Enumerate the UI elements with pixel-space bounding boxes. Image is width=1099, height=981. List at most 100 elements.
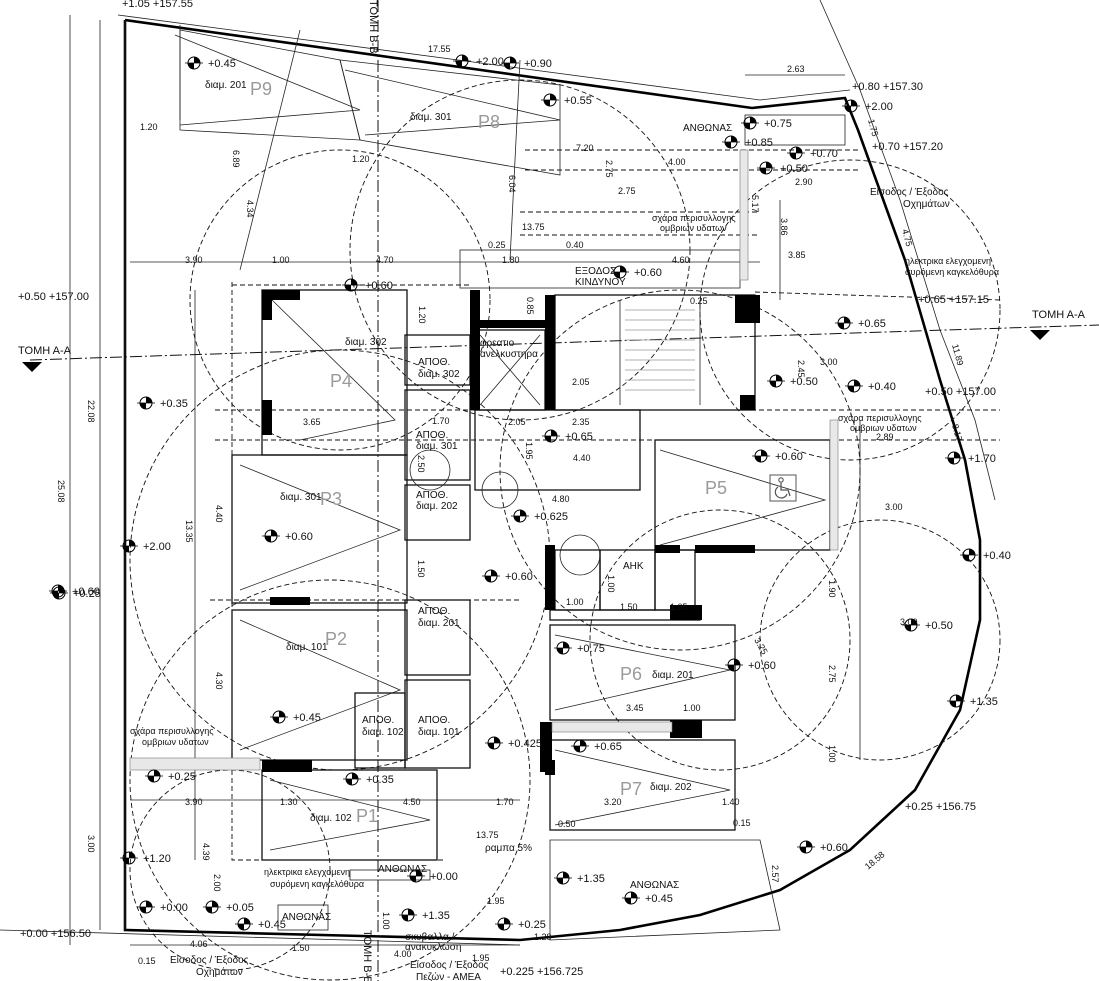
dimension: 4.34 xyxy=(245,200,255,218)
dimension: 2.35 xyxy=(572,417,590,427)
level-se: +0.25 +156.75 xyxy=(905,801,976,813)
level-mark: +0.65 xyxy=(594,741,622,753)
dimension: 1.30 xyxy=(280,797,298,807)
dimension: 1.80 xyxy=(502,255,520,265)
level-marker-symbol xyxy=(622,891,640,905)
label-apartment: διαμ. 301 xyxy=(280,492,322,503)
dimension: 2.89 xyxy=(876,432,894,442)
section-bb-top: ΤΟΜΗ Β-Β xyxy=(367,0,379,54)
level-mark: +0.35 xyxy=(160,398,188,410)
dimension: 5.17 xyxy=(750,195,760,213)
level-marker-symbol xyxy=(542,429,560,443)
structural-columns xyxy=(262,290,760,775)
dimension: 4.60 xyxy=(672,255,690,265)
level-markers xyxy=(49,54,978,931)
level-sw: +0.00 +156.50 xyxy=(20,928,91,940)
label-sliding-gate: συρόμενη καγκελόθυρα xyxy=(905,267,999,277)
label-apartment: διαμ. 202 xyxy=(650,782,692,793)
level-marker-symbol xyxy=(741,116,759,130)
level-mark: +0.60 xyxy=(285,531,313,543)
dimension: 3.86 xyxy=(779,218,789,236)
label-drain-grate: ομβριων υδατων xyxy=(850,423,917,433)
dimension: 0.85 xyxy=(525,297,535,315)
level-marker-symbol xyxy=(262,529,280,543)
label-vehicle-entrance: Είσοδος / Έξοδος xyxy=(170,954,249,966)
dimension: 4.40 xyxy=(573,453,591,463)
dimension: 1.50 xyxy=(292,943,310,953)
room-labels: διαμ. 201 διαμ. 301 διαμ. 302 διαμ. 301 … xyxy=(130,80,999,981)
dimension: 1.75 xyxy=(866,118,880,138)
level-mark: +0.60 xyxy=(820,842,848,854)
dimension-numbers: 17.55 2.63 1.20 1.20 6.89 4.34 6.04 7.20… xyxy=(56,44,965,966)
dimension: 18.58 xyxy=(863,849,887,871)
parking-number: P2 xyxy=(325,629,347,649)
dimension: 7.20 xyxy=(576,143,594,153)
dimension: 2.75 xyxy=(604,160,614,178)
label-storage: διαμ. 101 xyxy=(418,727,460,738)
dimension: 1.95 xyxy=(472,953,490,963)
level-mark: +0.50 xyxy=(790,376,818,388)
level-mark: +0.70 xyxy=(810,148,838,160)
label-pedestrian-entrance: Πεζών - ΑΜΕΑ xyxy=(416,971,481,981)
level-mark: +0.75 xyxy=(764,118,792,130)
parking-number: P6 xyxy=(620,664,642,684)
dimension: 1.00 xyxy=(566,597,584,607)
level-marker-symbol xyxy=(270,710,288,724)
label-drain-grate: σχάρα περισυλλογης xyxy=(652,213,736,223)
label-vehicle-entrance: Είσοδος / Έξοδος xyxy=(870,186,949,198)
label-storage: διαμ. 201 xyxy=(418,618,460,629)
level-marker-symbol xyxy=(501,56,519,70)
section-aa-right: ΤΟΜΗ Α-Α xyxy=(1032,309,1086,321)
level-ne-corner: +0.80 +157.30 xyxy=(852,81,923,93)
level-east-mid2: +0.50 +157.00 xyxy=(925,386,996,398)
dimension: 2.50 xyxy=(416,455,426,473)
level-marker-symbol xyxy=(343,772,361,786)
level-marker-symbol xyxy=(137,396,155,410)
level-mark: +0.60 xyxy=(748,660,776,672)
label-storage: ΑΠΟΘ. xyxy=(418,715,450,726)
label-vehicle-entrance: Οχημάτων xyxy=(196,966,243,978)
level-top-corner: +1.05 +157.55 xyxy=(122,0,193,10)
dimension: 1.95 xyxy=(524,442,534,460)
level-marker-symbol xyxy=(185,56,203,70)
dimension: 6.89 xyxy=(231,150,241,168)
level-mark: +0.45 xyxy=(293,712,321,724)
level-mark: +0.50 xyxy=(925,620,953,632)
label-lift-shaft: ανελκυστηρα xyxy=(480,349,538,360)
level-mark: +0.25 xyxy=(168,771,196,783)
level-mark: +0.60 xyxy=(775,451,803,463)
parking-number: P1 xyxy=(356,806,378,826)
level-mark: +2.00 xyxy=(865,101,893,113)
level-mark: +0.40 xyxy=(868,381,896,393)
level-mark: +0.40 xyxy=(983,550,1011,562)
level-mark: +1.35 xyxy=(970,696,998,708)
dimension: 1.20 xyxy=(140,122,158,132)
level-mark: +2.00 xyxy=(476,56,504,68)
section-bb-bottom: ΤΟΜΗ Β-Β xyxy=(361,930,373,981)
level-mark: +0.60 xyxy=(365,280,393,292)
level-marker-symbol xyxy=(235,917,253,931)
dimension: 2.05 xyxy=(508,417,526,427)
level-mark: +0.00 xyxy=(430,871,458,883)
dimension: 0.50 xyxy=(558,819,576,829)
dimension: 1.29 xyxy=(534,932,552,942)
dimension: 4.00 xyxy=(394,949,412,959)
level-marker-symbol xyxy=(947,694,965,708)
level-mark: +0.00 xyxy=(160,902,188,914)
dimension: 2.75 xyxy=(827,665,837,683)
dimension: 6.04 xyxy=(507,175,517,193)
label-planter: ΑΝΘΩΝΑΣ xyxy=(630,880,679,891)
level-marker-symbol xyxy=(554,871,572,885)
label-storage: ΑΠΟΘ. xyxy=(418,357,450,368)
parking-number: P4 xyxy=(330,371,352,391)
level-mark: +0.05 xyxy=(226,902,254,914)
dimension: 0.40 xyxy=(566,240,584,250)
level-marker-symbol xyxy=(835,316,853,330)
level-east-mid: +0.65 +157.15 xyxy=(918,294,989,306)
level-mark: +0.60 xyxy=(505,571,533,583)
dimension: 3.85 xyxy=(788,250,806,260)
level-mark: +0.90 xyxy=(524,58,552,70)
dimension: 3.00 xyxy=(86,835,96,853)
level-mark: +1.35 xyxy=(422,910,450,922)
level-marker-symbol xyxy=(120,851,138,865)
